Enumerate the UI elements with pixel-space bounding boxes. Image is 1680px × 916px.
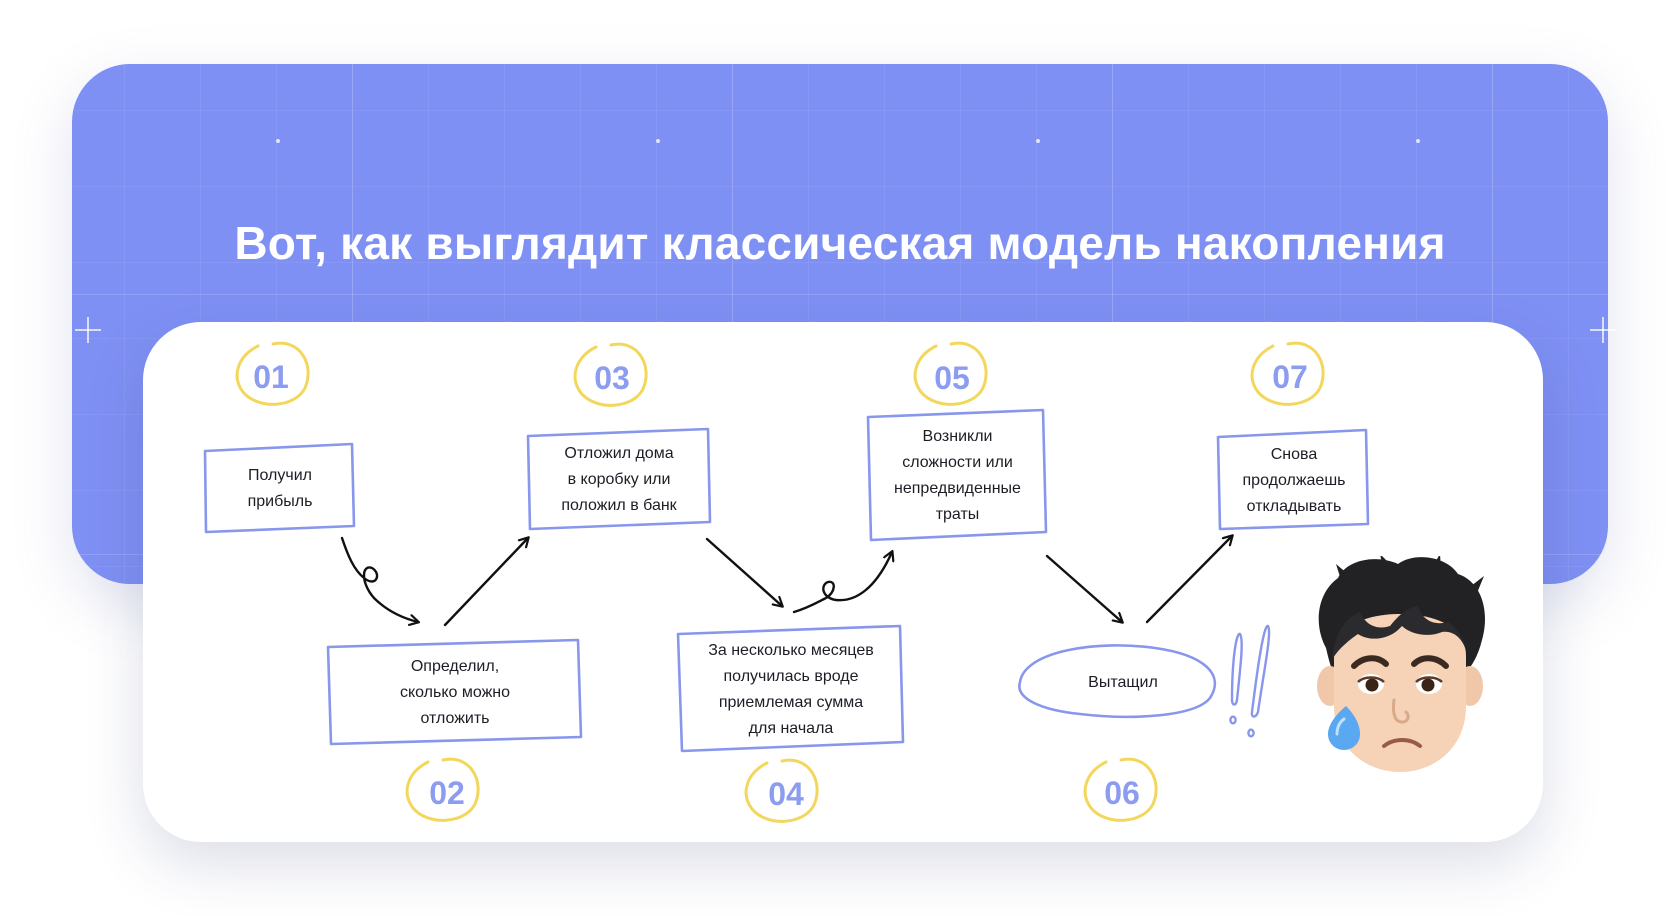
grid-dot bbox=[1036, 139, 1040, 143]
arrow-01-02 bbox=[340, 536, 418, 622]
step-box-outline bbox=[1216, 428, 1370, 531]
step-number-01: 01 bbox=[253, 359, 289, 395]
step-box-outline bbox=[676, 624, 905, 753]
step-box-outline bbox=[203, 442, 356, 534]
page-title: Вот, как выглядит классическая модель на… bbox=[234, 216, 1446, 269]
grid-cross-icon bbox=[1590, 317, 1616, 343]
number-circle bbox=[1083, 757, 1158, 822]
step-text-02: Определил, сколько можно отложить bbox=[399, 658, 511, 727]
step-box-outline bbox=[866, 408, 1048, 542]
grid-dot bbox=[656, 139, 660, 143]
grid-dot bbox=[1416, 139, 1420, 143]
grid-cross-icon bbox=[75, 317, 101, 343]
step-text-05: Возникли сложности или непредвиденные тр… bbox=[894, 428, 1021, 523]
arrow-06-07 bbox=[1145, 536, 1232, 624]
number-circle bbox=[744, 758, 819, 823]
step-text-04: За несколько месяцев получилась вроде пр… bbox=[708, 642, 874, 737]
grid-dot bbox=[276, 139, 280, 143]
arrow-05-06 bbox=[1045, 554, 1122, 622]
step-text-03: Отложил дома в коробку или положил в бан… bbox=[561, 445, 677, 514]
step-text-07: Снова продолжаешь откладывать bbox=[1242, 446, 1346, 515]
step-box-outline bbox=[326, 638, 583, 746]
arrow-02-03 bbox=[443, 538, 528, 627]
arrow-04-05 bbox=[792, 552, 892, 614]
step-number-02: 02 bbox=[429, 775, 465, 811]
step-box-outline bbox=[526, 427, 712, 531]
step-number-05: 05 bbox=[934, 360, 970, 396]
crying-boy-emoji-icon bbox=[1317, 556, 1485, 772]
step-text-01: Получил прибыль bbox=[247, 467, 313, 510]
step-number-04: 04 bbox=[768, 776, 804, 812]
step-number-06: 06 bbox=[1104, 775, 1140, 811]
step-number-07: 07 bbox=[1272, 359, 1308, 395]
number-circle bbox=[235, 341, 310, 406]
number-circle bbox=[405, 757, 480, 822]
step-text-06: Вытащил bbox=[1088, 674, 1158, 691]
number-circle bbox=[913, 341, 988, 406]
number-circle bbox=[573, 342, 648, 407]
diagram-card bbox=[143, 322, 1543, 842]
arrow-03-04 bbox=[705, 537, 782, 606]
step-number-03: 03 bbox=[594, 360, 630, 396]
step-oval-outline bbox=[1018, 644, 1217, 719]
number-circle bbox=[1250, 341, 1325, 406]
double-exclamation-icon bbox=[1229, 624, 1271, 738]
